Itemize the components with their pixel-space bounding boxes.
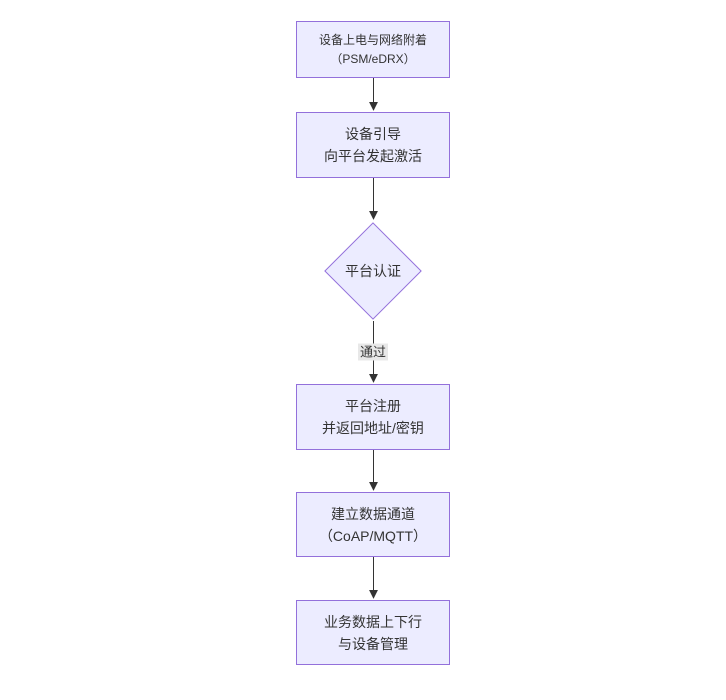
node-data-channel: 建立数据通道 （CoAP/MQTT） bbox=[296, 492, 450, 557]
node-label: 并返回地址/密钥 bbox=[322, 420, 424, 436]
node-label: 建立数据通道 bbox=[331, 505, 415, 522]
node-business-data: 业务数据上下行 与设备管理 bbox=[296, 600, 450, 665]
node-label: 平台认证 bbox=[345, 263, 401, 279]
node-power-attach: 设备上电与网络附着 （PSM/eDRX） bbox=[296, 21, 450, 78]
edge-label-pass: 通过 bbox=[357, 343, 389, 361]
node-label: （CoAP/MQTT） bbox=[318, 527, 428, 544]
node-label: （PSM/eDRX） bbox=[330, 51, 416, 66]
node-platform-auth: 平台认证 bbox=[323, 221, 423, 321]
node-label: 向平台发起激活 bbox=[324, 148, 422, 164]
node-label: 与设备管理 bbox=[338, 635, 408, 652]
node-bootstrap: 设备引导 向平台发起激活 bbox=[296, 112, 450, 178]
node-label: 业务数据上下行 bbox=[324, 613, 422, 630]
node-label: 设备上电与网络附着 bbox=[318, 32, 427, 47]
node-platform-register: 平台注册 并返回地址/密钥 bbox=[296, 384, 450, 450]
node-label: 平台注册 bbox=[345, 398, 401, 414]
node-label: 设备引导 bbox=[345, 126, 401, 142]
